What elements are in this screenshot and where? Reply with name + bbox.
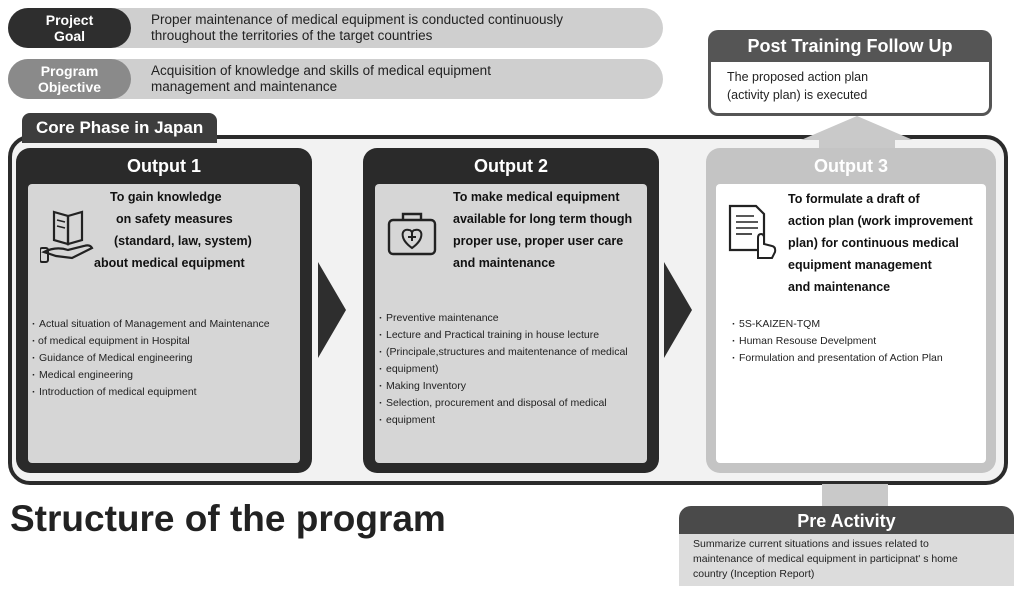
chevron-arrow-2 — [664, 262, 692, 358]
output-3-bullet: Formulation and presentation of Action P… — [732, 350, 943, 367]
program-objective-text: Acquisition of knowledge and skills of m… — [151, 63, 491, 95]
document-pointer-icon — [728, 204, 777, 259]
output-2-bullet-cont: (Principale,structures and maitentenance… — [379, 344, 628, 361]
output-1-bullets: Actual situation of Management and Maint… — [32, 316, 270, 401]
output-2-heading: To make medical equipment available for … — [453, 186, 632, 274]
output-1-bullet: Guidance of Medical engineering — [32, 350, 270, 367]
post-training-body: The proposed action plan (activity plan)… — [708, 62, 992, 116]
project-goal-tag-line1: Project — [45, 12, 94, 28]
output-1-heading-line3: (standard, law, system) — [114, 234, 252, 248]
output-3-panel: Output 3 To formulate a draft of action … — [706, 148, 996, 473]
output-2-heading-line1: To make medical equipment — [453, 190, 620, 204]
output-2-heading-line3: proper use, proper user care — [453, 234, 624, 248]
pre-activity-line2: maintenance of medical equipment in part… — [693, 553, 958, 565]
program-objective-tag-line1: Program — [40, 63, 99, 79]
output-2-bullet: Making Inventory — [379, 378, 628, 395]
project-goal-text: Proper maintenance of medical equipment … — [151, 12, 563, 44]
project-goal-tag-line2: Goal — [53, 28, 86, 44]
output-2-title: Output 2 — [474, 156, 548, 176]
pre-activity-title: Pre Activity — [679, 506, 1014, 534]
post-training-title: Post Training Follow Up — [708, 30, 992, 62]
output-1-bullet: Medical engineering — [32, 367, 270, 384]
output-3-heading-line3: plan) for continuous medical — [788, 236, 959, 250]
output-1-panel: Output 1 To gain knowledge on safety mea… — [16, 148, 312, 473]
program-objective-tag-line2: Objective — [37, 79, 102, 95]
output-2-content: To make medical equipment available for … — [375, 184, 647, 463]
program-objective-text-line1: Acquisition of knowledge and skills of m… — [151, 63, 491, 78]
project-goal-text-line1: Proper maintenance of medical equipment … — [151, 12, 563, 27]
project-goal-text-line2: throughout the territories of the target… — [151, 28, 433, 43]
core-phase-label: Core Phase in Japan — [22, 113, 218, 143]
output-2-bullet: Selection, procurement and disposal of m… — [379, 395, 628, 412]
output-3-bullet: 5S-KAIZEN-TQM — [732, 316, 943, 333]
output-1-bullet: Actual situation of Management and Maint… — [32, 316, 270, 333]
output-3-heading-line1: To formulate a draft of — [788, 192, 920, 206]
post-training-line2: (activity plan) is executed — [727, 88, 868, 102]
output-1-heading-line2: on safety measures — [116, 212, 233, 226]
output-2-bullet: Preventive maintenance — [379, 310, 628, 327]
pre-activity-line1: Summarize current situations and issues … — [693, 538, 929, 550]
program-objective-row: Program Objective Acquisition of knowled… — [8, 59, 663, 99]
output-2-bullets: Preventive maintenance Lecture and Pract… — [379, 310, 628, 429]
output-3-content: To formulate a draft of action plan (wor… — [716, 184, 986, 463]
output-3-heading-line2: action plan (work improvement — [788, 214, 973, 228]
output-2-bullet: Lecture and Practical training in house … — [379, 327, 628, 344]
output-3-bullets: 5S-KAIZEN-TQM Human Resouse Develpment F… — [732, 316, 943, 367]
pre-activity-line3: country (Inception Report) — [693, 568, 815, 580]
output-2-bullet-cont: equipment — [379, 412, 628, 429]
post-training-line1: The proposed action plan — [727, 70, 869, 84]
output-1-title: Output 1 — [127, 156, 201, 176]
output-1-content: To gain knowledge on safety measures (st… — [28, 184, 300, 463]
program-objective-tag: Program Objective — [8, 59, 131, 99]
output-2-heading-line2: available for long term though — [453, 212, 633, 226]
output-2-panel: Output 2 To make medical equipment avail… — [363, 148, 659, 473]
up-arrow-head — [801, 116, 913, 140]
output-3-heading-line5: and maintenance — [788, 280, 891, 294]
book-hand-icon — [40, 210, 94, 263]
pre-activity-connector — [822, 484, 888, 508]
chevron-arrow-1 — [318, 262, 346, 358]
output-2-bullet-cont: equipment) — [379, 361, 628, 378]
output-1-heading: To gain knowledge on safety measures (st… — [94, 186, 252, 274]
output-1-bullet-cont: of medical equipment in Hospital — [32, 333, 270, 350]
output-3-heading: To formulate a draft of action plan (wor… — [788, 188, 973, 298]
output-1-heading-line1: To gain knowledge — [110, 190, 222, 204]
pre-activity-body: Summarize current situations and issues … — [679, 534, 1014, 586]
program-objective-text-line2: management and maintenance — [151, 79, 338, 94]
project-goal-tag: Project Goal — [8, 8, 131, 48]
output-3-title: Output 3 — [814, 156, 888, 176]
project-goal-row: Project Goal Proper maintenance of medic… — [8, 8, 663, 48]
output-3-bullet: Human Resouse Develpment — [732, 333, 943, 350]
output-3-heading-line4: equipment management — [788, 258, 932, 272]
output-1-heading-line4: about medical equipment — [94, 256, 245, 270]
program-structure-title: Structure of the program — [10, 498, 446, 539]
output-1-bullet: Introduction of medical equipment — [32, 384, 270, 401]
output-2-heading-line4: and maintenance — [453, 256, 556, 270]
medical-kit-icon — [387, 212, 437, 256]
